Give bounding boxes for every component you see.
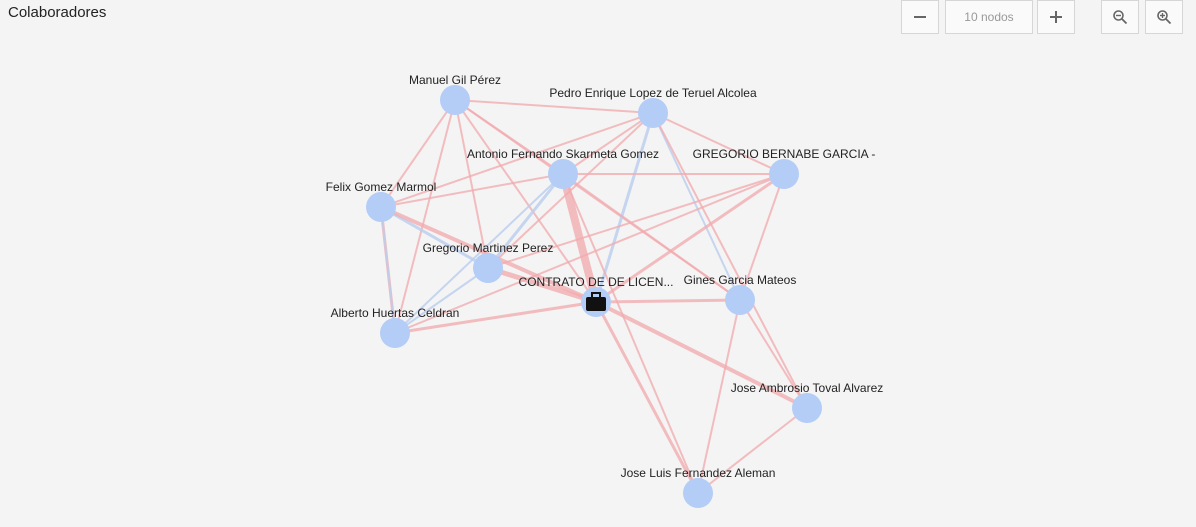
zoom-out-button[interactable]	[1101, 0, 1139, 34]
graph-edge	[380, 99, 456, 208]
graph-edge	[487, 265, 597, 305]
graph-edge	[380, 112, 654, 208]
graph-node-gregorio-m[interactable]: Gregorio Martinez Perez	[423, 241, 554, 283]
graph-edge	[380, 173, 564, 208]
graph-edge	[594, 301, 700, 494]
node-label: Gines Garcia Mateos	[684, 273, 797, 287]
node-label: Jose Luis Fernandez Aleman	[621, 466, 776, 480]
graph-edge	[739, 173, 785, 301]
graph-edge	[454, 99, 654, 114]
node-label: Pedro Enrique Lopez de Teruel Alcolea	[549, 86, 757, 100]
minus-icon	[914, 16, 926, 18]
graph-edge	[454, 99, 597, 303]
graph-edge	[486, 173, 565, 269]
graph-edge	[394, 173, 564, 334]
node-count-field[interactable]	[945, 0, 1033, 34]
node-circle[interactable]	[548, 159, 578, 189]
zoom-out-icon	[1113, 10, 1128, 25]
graph-edge	[652, 112, 741, 301]
graph-edge	[380, 206, 396, 334]
graph-node-pedro[interactable]: Pedro Enrique Lopez de Teruel Alcolea	[549, 86, 757, 128]
graph-node-gines[interactable]: Gines Garcia Mateos	[684, 273, 797, 315]
graph-node-manuel[interactable]: Manuel Gil Pérez	[409, 73, 501, 115]
graph-edge	[652, 112, 808, 409]
node-circle[interactable]	[792, 393, 822, 423]
node-circle[interactable]	[725, 285, 755, 315]
graph-edge	[739, 299, 808, 409]
graph-node-jose-l[interactable]: Jose Luis Fernandez Aleman	[621, 466, 776, 508]
graph-edge	[697, 407, 808, 494]
panel-title: Colaboradores	[8, 4, 107, 21]
zoom-in-icon	[1157, 10, 1172, 25]
graph-edge	[487, 173, 785, 269]
node-circle[interactable]	[440, 85, 470, 115]
node-label: CONTRATO DE DE LICEN...	[519, 275, 674, 289]
node-label: Gregorio Martinez Perez	[423, 241, 554, 255]
briefcase-icon	[586, 292, 606, 311]
graph-edge	[562, 112, 654, 175]
graph-edge	[394, 267, 489, 334]
graph-edge	[697, 299, 741, 494]
graph-edge	[562, 173, 699, 494]
plus-icon	[1050, 11, 1062, 23]
node-circle[interactable]	[769, 159, 799, 189]
node-circle[interactable]	[380, 318, 410, 348]
graph-edge	[394, 300, 597, 335]
node-circle[interactable]	[473, 253, 503, 283]
graph-node-contrato[interactable]: CONTRATO DE DE LICEN...	[519, 275, 674, 317]
node-label: Manuel Gil Pérez	[409, 73, 501, 87]
graph-edge	[394, 99, 456, 334]
graph-edge	[595, 298, 741, 304]
decrease-nodes-button[interactable]	[901, 0, 939, 34]
node-circle[interactable]	[366, 192, 396, 222]
graph-node-antonio[interactable]: Antonio Fernando Skarmeta Gomez	[467, 147, 659, 189]
graph-edge	[380, 205, 489, 270]
node-circle[interactable]	[638, 98, 668, 128]
graph-node-jose-a[interactable]: Jose Ambrosio Toval Alvarez	[731, 381, 884, 423]
graph-edge	[652, 112, 785, 175]
graph-node-felix[interactable]: Felix Gomez Marmol	[326, 180, 437, 222]
graph-edge	[454, 99, 489, 269]
graph-node-gregorio-b[interactable]: GREGORIO BERNABE GARCIA -	[693, 147, 876, 189]
graph-node-alberto[interactable]: Alberto Huertas Celdran	[331, 306, 460, 348]
graph-edge	[594, 112, 655, 303]
graph-edge	[595, 172, 785, 304]
graph-edge	[595, 300, 808, 410]
node-label: Felix Gomez Marmol	[326, 180, 437, 194]
node-label: Alberto Huertas Celdran	[331, 306, 460, 320]
increase-nodes-button[interactable]	[1037, 0, 1075, 34]
node-circle[interactable]	[683, 478, 713, 508]
node-label: GREGORIO BERNABE GARCIA -	[693, 147, 876, 161]
graph-edge	[562, 173, 741, 301]
graph-edge	[394, 173, 785, 334]
zoom-in-button[interactable]	[1145, 0, 1183, 34]
node-label: Antonio Fernando Skarmeta Gomez	[467, 147, 659, 161]
node-label: Jose Ambrosio Toval Alvarez	[731, 381, 884, 395]
graph-edges	[379, 99, 808, 494]
